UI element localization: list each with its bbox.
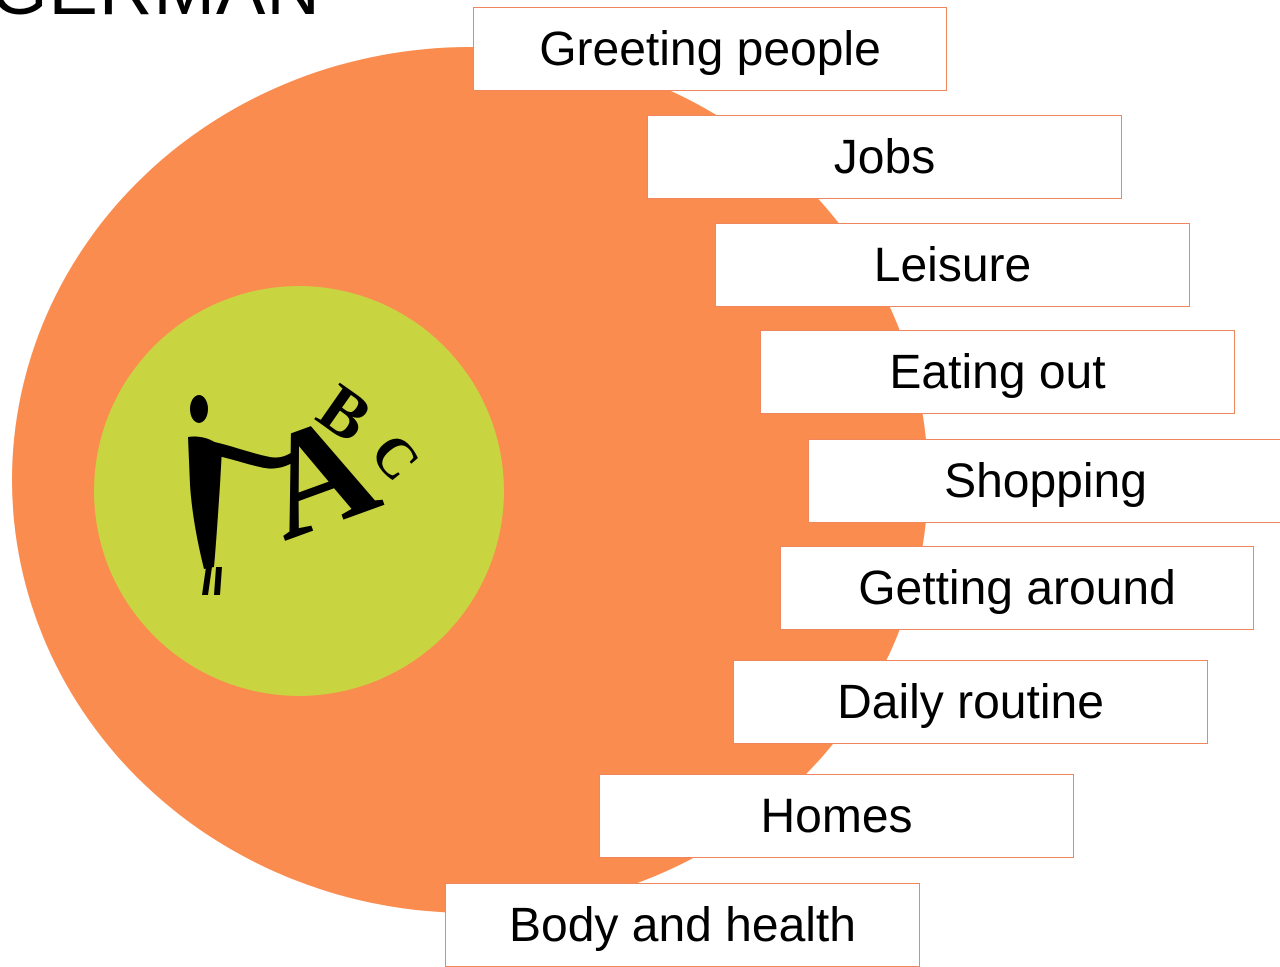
topic-homes: Homes: [599, 774, 1074, 858]
page-title: GERMAN: [0, 0, 321, 26]
topic-getting-around: Getting around: [780, 546, 1254, 630]
topic-daily-routine: Daily routine: [733, 660, 1208, 744]
topic-greeting-people: Greeting people: [473, 7, 947, 91]
topic-shopping: Shopping: [808, 439, 1280, 523]
person-with-abc-blocks-icon: A B C: [188, 369, 432, 595]
topic-leisure: Leisure: [715, 223, 1190, 307]
topic-body-and-health: Body and health: [445, 883, 920, 967]
topic-eating-out: Eating out: [760, 330, 1235, 414]
inner-circle: [94, 286, 504, 696]
topic-jobs: Jobs: [647, 115, 1122, 199]
